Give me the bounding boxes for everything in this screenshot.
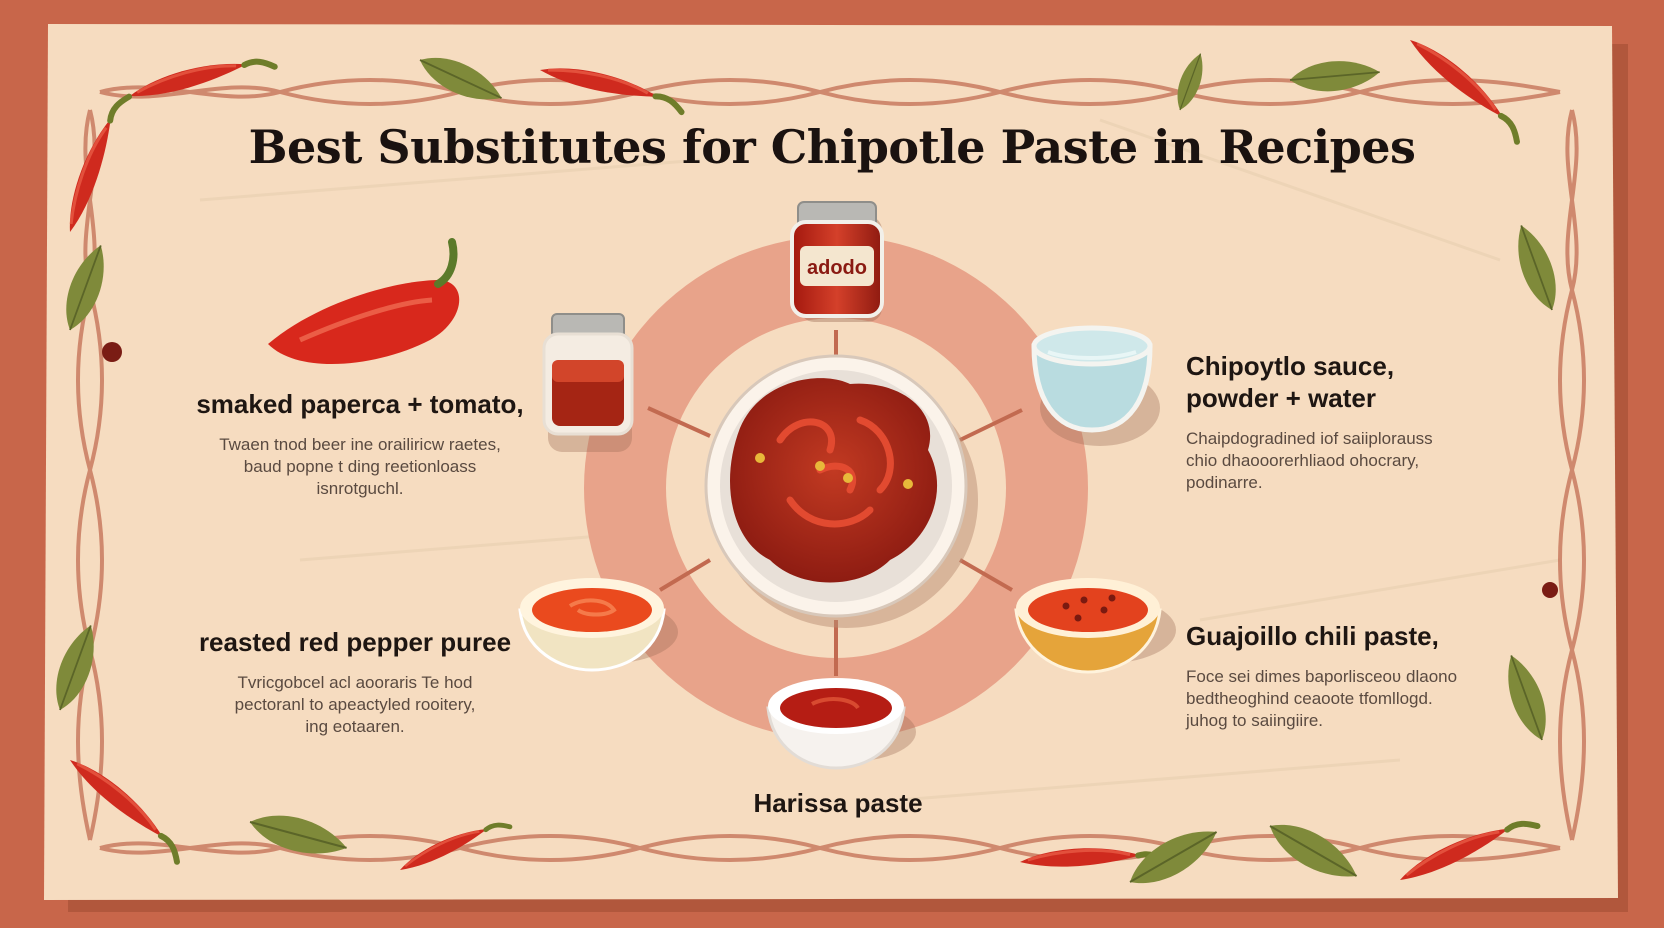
- water-bowl-icon: [1031, 325, 1160, 446]
- jar-label: adodo: [807, 257, 867, 279]
- substitute-name: Chipoytlo sauce, powder + water: [1186, 351, 1395, 413]
- substitute-item-red-pepper-puree: reasted red pepper puree Tvricgobcel acl…: [180, 626, 530, 738]
- substitute-name: reasted red pepper puree: [198, 627, 512, 657]
- substitute-name: Guajoillo chili paste,: [1186, 621, 1439, 651]
- feature-chili-icon: [268, 238, 460, 365]
- substitute-item-guajillo-paste: Guajoillo chili paste, Foce sei dimes ba…: [1186, 620, 1516, 732]
- page-title: Best Substitutes for Chipotle Paste in R…: [248, 120, 1416, 174]
- harissa-bowl-icon: [766, 678, 916, 770]
- pepper-puree-bowl-icon: [518, 578, 678, 672]
- leaf-decorations: [45, 45, 1567, 898]
- center-paste-bowl: [704, 354, 978, 628]
- substitute-item-harissa: Harissa paste: [753, 788, 923, 818]
- substitute-description: Twaen tnod beer ine orailiricw raetes, b…: [219, 435, 501, 498]
- substitute-description: Tvricgobcel acl aooraris Te hod pectoran…: [234, 673, 476, 736]
- connector-lines: [647, 330, 1023, 676]
- substitute-item-chipotle-sauce: Chipoytlo sauce, powder + water Chaipdoɡ…: [1186, 350, 1506, 494]
- parchment-creases: [199, 118, 1561, 802]
- substitute-description: Foce sei dimes baporlisceoʋ dlaono bedth…: [1186, 667, 1458, 730]
- adodo-jar-icon: adodo: [790, 201, 884, 322]
- left-jar-icon: [542, 313, 634, 452]
- guajillo-bowl-icon: [1014, 578, 1176, 674]
- substitute-description: Chaipdoɡradined iof saiiplorauss chio dh…: [1186, 429, 1433, 492]
- substitute-name: smaked paperca + tomato,: [196, 389, 524, 419]
- substitute-item-smoked-paprika: smaked paperca + tomato, Twaen tnod beer…: [170, 388, 550, 500]
